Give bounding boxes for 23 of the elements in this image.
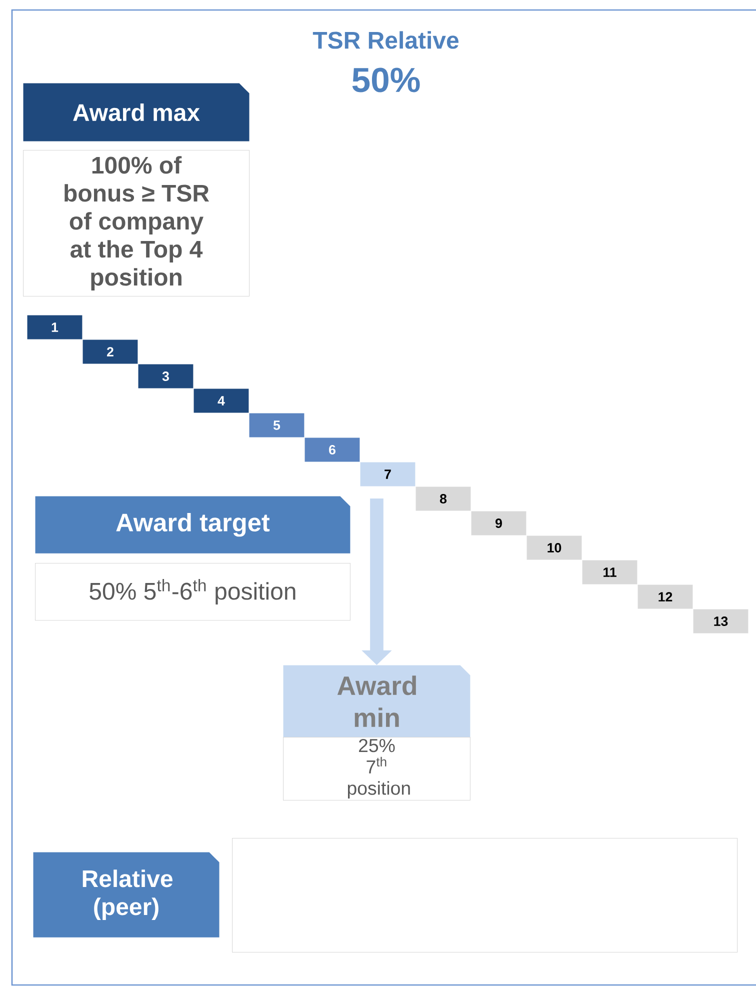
header-box: Relative (peer) xyxy=(33,852,220,938)
text-box: 100% of bonus ≥ TSR of company at the Top 4 position xyxy=(23,150,250,297)
rank-box: 4 xyxy=(194,388,249,413)
rank-box: 5 xyxy=(249,413,304,438)
rank-box: 11 xyxy=(582,560,638,584)
rank-box: 12 xyxy=(638,584,693,609)
rank-box: 7 xyxy=(360,462,416,486)
percentage-label: 50% xyxy=(352,68,420,92)
rank-box: 9 xyxy=(471,511,526,536)
text-box: 25% 7$^{th}$ position xyxy=(283,737,470,800)
rank-box: 8 xyxy=(416,486,471,511)
rank-box: 2 xyxy=(82,340,138,364)
title: TSR Relative xyxy=(312,31,459,49)
rank-box: 10 xyxy=(526,536,582,560)
header-box: Award min xyxy=(283,665,470,738)
rank-box: 3 xyxy=(138,364,194,388)
header-box: Award max xyxy=(23,83,250,142)
rank-box: 6 xyxy=(304,438,360,462)
rank-box: 1 xyxy=(27,315,82,340)
text-box: 50% 5$^{th}$-6$^{th}$ position xyxy=(35,563,350,621)
rank-box: 13 xyxy=(693,609,748,634)
peer-list-box xyxy=(232,838,738,953)
header-box: Award target xyxy=(35,496,350,554)
